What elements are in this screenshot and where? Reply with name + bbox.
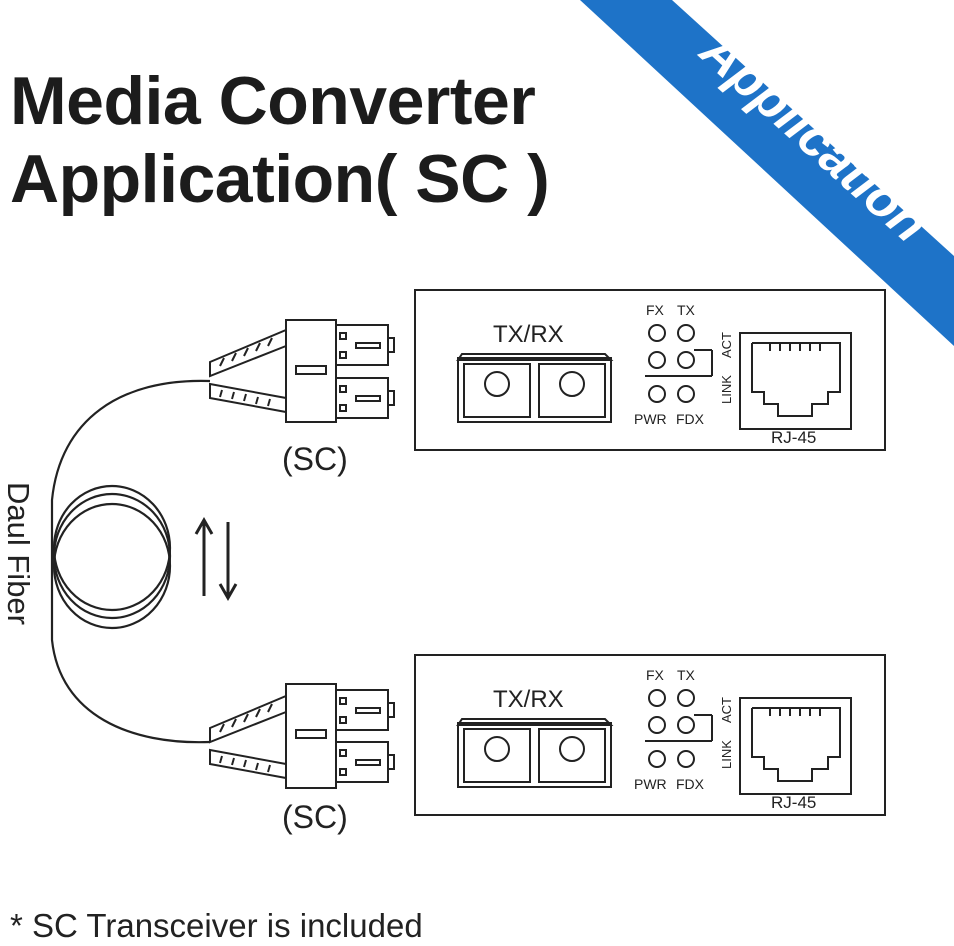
- led-label-pwr: PWR: [634, 411, 667, 427]
- footnote: * SC Transceiver is included: [10, 907, 423, 944]
- fiber-cable: [50, 379, 211, 744]
- rj45-port-icon: [739, 697, 852, 795]
- media-converter-bottom: TX/RX FX TX ACT LINK PWR FDX: [414, 654, 886, 816]
- fiber-label: Daul Fiber: [1, 482, 36, 625]
- sc-port-icon: [456, 353, 614, 423]
- title-line-1: Media Converter: [10, 63, 536, 139]
- led-label-fdx: FDX: [676, 411, 705, 427]
- rj45-label-bottom: RJ-45: [771, 793, 816, 812]
- sc-label-top: (SC): [282, 441, 348, 477]
- rj45-label-top: RJ-45: [771, 428, 816, 447]
- led-tx-icon: [677, 324, 695, 342]
- led-fdx-icon: [677, 750, 695, 768]
- led-label-link: LINK: [719, 375, 734, 404]
- bidirectional-arrows-icon: [194, 516, 238, 602]
- led-label-fdx: FDX: [676, 776, 705, 792]
- led-pwr-icon: [648, 750, 666, 768]
- title-line-2: Application( SC ): [10, 141, 550, 217]
- led-label-act: ACT: [719, 332, 734, 358]
- fiber-coil-icon: [52, 484, 172, 630]
- led-label-link: LINK: [719, 740, 734, 769]
- led-label-act: ACT: [719, 697, 734, 723]
- led-fx-icon: [648, 324, 666, 342]
- media-converter-top: TX/RX FX TX ACT LINK PWR FDX: [414, 289, 886, 451]
- led-fx-icon: [648, 689, 666, 707]
- port-label-top: TX/RX: [493, 321, 564, 348]
- led-label-pwr: PWR: [634, 776, 667, 792]
- led-fdx-icon: [677, 385, 695, 403]
- page-title: Media Converter Application( SC ): [10, 62, 550, 218]
- sc-connector-top: [209, 319, 395, 423]
- rj45-port-icon: [739, 332, 852, 430]
- led-tx-icon: [677, 689, 695, 707]
- sc-port-icon: [456, 718, 614, 788]
- led-act-icon: [677, 351, 695, 369]
- led-pwr-icon: [648, 385, 666, 403]
- sc-label-bottom: (SC): [282, 799, 348, 835]
- led-act-icon: [677, 716, 695, 734]
- led-label-tx: TX: [677, 667, 696, 683]
- led-fx-link-icon: [648, 351, 666, 369]
- led-fx-link-icon: [648, 716, 666, 734]
- led-label-tx: TX: [677, 302, 696, 318]
- port-label-bottom: TX/RX: [493, 686, 564, 713]
- led-label-fx: FX: [646, 667, 665, 683]
- led-label-fx: FX: [646, 302, 665, 318]
- sc-connector-bottom: [209, 683, 395, 789]
